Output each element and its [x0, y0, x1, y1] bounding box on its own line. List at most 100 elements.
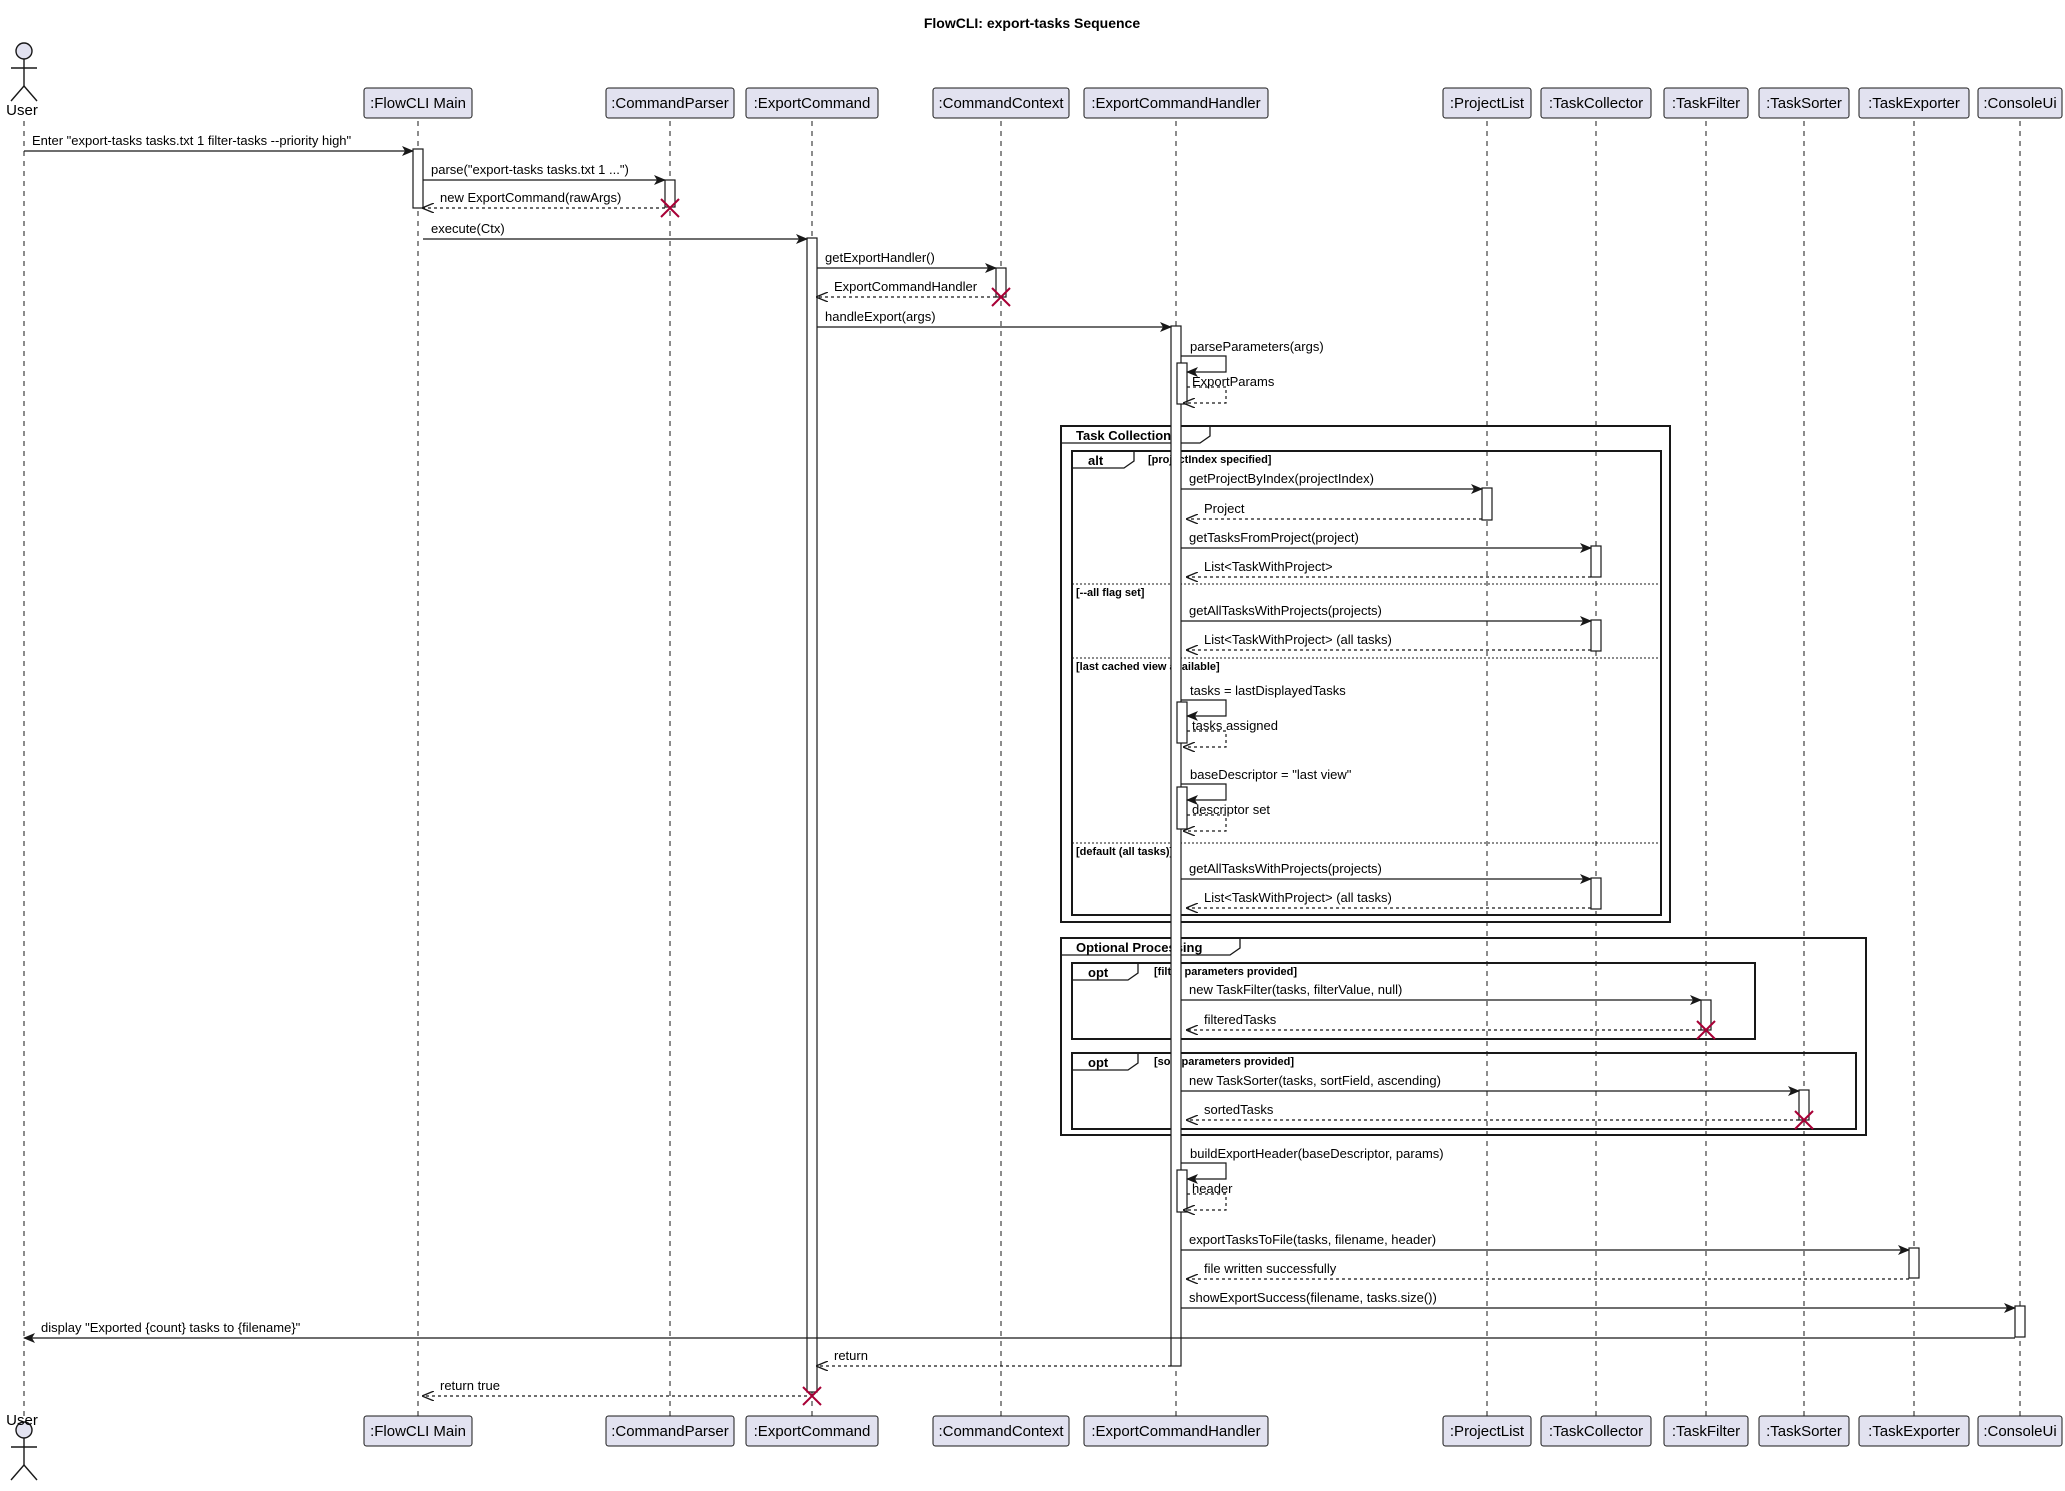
- message-10-label: getProjectByIndex(projectIndex): [1189, 471, 1374, 486]
- participant-task-filter-foot: :TaskFilter: [1663, 1415, 1749, 1447]
- participant-export-command-handler-foot: :ExportCommandHandler: [1083, 1415, 1269, 1447]
- destroy-mark: [1794, 1110, 1814, 1130]
- participant-box: [1083, 87, 1269, 119]
- activation-bar: [2014, 1305, 2026, 1338]
- message-24-label: new TaskSorter(tasks, sortField, ascendi…: [1189, 1073, 1441, 1088]
- message-30-label: showExportSuccess(filename, tasks.size()…: [1189, 1290, 1437, 1305]
- participant-task-filter-head: :TaskFilter: [1663, 87, 1749, 119]
- participant-task-exporter-foot: :TaskExporter: [1858, 1415, 1970, 1447]
- actor-user-label: User: [6, 1412, 38, 1429]
- activation-bar: [1590, 545, 1602, 578]
- participant-label: :ProjectList: [1450, 1423, 1525, 1440]
- diagram-title: FlowCLI: export-tasks Sequence: [924, 15, 1140, 31]
- frame-opt-sort: opt [sort parameters provided]: [1071, 1052, 1857, 1130]
- frame-opt-sort-label: opt: [1088, 1055, 1109, 1070]
- participant-export-command-foot: :ExportCommand: [745, 1415, 879, 1447]
- opt-filter-guard: [filter parameters provided]: [1154, 966, 1297, 978]
- message-26-label: buildExportHeader(baseDescriptor, params…: [1190, 1146, 1444, 1161]
- message-13-label: List<TaskWithProject>: [1204, 559, 1333, 574]
- message-20-label: getAllTasksWithProjects(projects): [1189, 861, 1382, 876]
- participant-box: [1758, 87, 1850, 119]
- actor-icon: [10, 42, 38, 102]
- participant-task-sorter-head: :TaskSorter: [1758, 87, 1850, 119]
- message-26-arrow: [1181, 1162, 1227, 1184]
- participant-box: [932, 1415, 1070, 1447]
- participant-label: :FlowCLI Main: [370, 1423, 466, 1440]
- alt-guard-1: [projectIndex specified]: [1148, 454, 1272, 466]
- participant-box: [932, 87, 1070, 119]
- participant-box: [363, 87, 473, 119]
- participant-label: :ExportCommandHandler: [1091, 1423, 1260, 1440]
- message-1-label: Enter "export-tasks tasks.txt 1 filter-t…: [32, 133, 352, 148]
- participant-command-context-head: :CommandContext: [932, 87, 1070, 119]
- message-14-label: getAllTasksWithProjects(projects): [1189, 603, 1382, 618]
- message-15-label: List<TaskWithProject> (all tasks): [1204, 632, 1392, 647]
- message-25-label: sortedTasks: [1204, 1102, 1274, 1117]
- alt-guard-2: [--all flag set]: [1076, 587, 1145, 599]
- activation-bar: [806, 237, 818, 1393]
- message-5-label: getExportHandler(): [825, 250, 935, 265]
- messages: Enter "export-tasks tasks.txt 1 filter-t…: [23, 133, 2016, 1396]
- message-7-label: handleExport(args): [825, 309, 936, 324]
- participant-label: :TaskSorter: [1766, 95, 1842, 112]
- participant-label: :TaskSorter: [1766, 1423, 1842, 1440]
- frame-opt-filter-label: opt: [1088, 965, 1109, 980]
- destroy-marks: [660, 198, 1814, 1406]
- participant-label: :CommandParser: [611, 1423, 729, 1440]
- participant-label: :CommandParser: [611, 95, 729, 112]
- frame-optional-processing-label: Optional Processing: [1076, 940, 1202, 955]
- participant-box: [1442, 87, 1532, 119]
- activations: [412, 148, 2026, 1393]
- message-28-label: exportTasksToFile(tasks, filename, heade…: [1189, 1232, 1436, 1247]
- participant-project-list-head: :ProjectList: [1442, 87, 1532, 119]
- participant-label: :TaskFilter: [1672, 95, 1740, 112]
- participant-label: :TaskCollector: [1549, 1423, 1643, 1440]
- alt-guard-4: [default (all tasks)]: [1076, 846, 1174, 858]
- participant-command-parser-foot: :CommandParser: [605, 1415, 735, 1447]
- message-9-arrow: [1184, 386, 1227, 403]
- actor-icon: [10, 1421, 38, 1481]
- participant-console-ui-foot: :ConsoleUi: [1977, 1415, 2063, 1447]
- participant-export-command-head: :ExportCommand: [745, 87, 879, 119]
- destroy-mark: [802, 1386, 822, 1406]
- activation-bar: [1176, 786, 1188, 830]
- actor-user-label: User: [6, 102, 38, 119]
- participant-label: :ExportCommand: [754, 1423, 871, 1440]
- message-27-label: header: [1192, 1181, 1233, 1196]
- message-2-label: parse("export-tasks tasks.txt 1 ..."): [431, 162, 629, 177]
- participant-command-parser-head: :CommandParser: [605, 87, 735, 119]
- activation-bar: [664, 179, 676, 208]
- destroy-mark: [991, 287, 1011, 307]
- participant-label: :TaskFilter: [1672, 1423, 1740, 1440]
- participant-label: :TaskExporter: [1868, 1423, 1960, 1440]
- message-18-arrow: [1181, 783, 1227, 805]
- participant-label: :FlowCLI Main: [370, 95, 466, 112]
- message-22-label: new TaskFilter(tasks, filterValue, null): [1189, 982, 1402, 997]
- message-16-arrow: [1181, 699, 1227, 721]
- message-19-arrow: [1184, 814, 1227, 831]
- participant-box: [1663, 1415, 1749, 1447]
- participant-label: :ConsoleUi: [1983, 1423, 2056, 1440]
- participant-box: [1858, 1415, 1970, 1447]
- participant-label: :ProjectList: [1450, 95, 1525, 112]
- participant-project-list-foot: :ProjectList: [1442, 1415, 1532, 1447]
- participant-label: :TaskExporter: [1868, 95, 1960, 112]
- activation-bar: [1176, 1169, 1188, 1213]
- participant-label: :CommandContext: [938, 95, 1064, 112]
- destroy-mark: [1696, 1020, 1716, 1040]
- activation-bar: [1176, 701, 1188, 744]
- participant-label: :ConsoleUi: [1983, 95, 2056, 112]
- participant-export-command-handler-head: :ExportCommandHandler: [1083, 87, 1269, 119]
- participant-box: [745, 1415, 879, 1447]
- participant-flow-cli-main-head: :FlowCLI Main: [363, 87, 473, 119]
- frame-task-collection: Task Collection: [1060, 425, 1671, 923]
- message-27-arrow: [1184, 1193, 1227, 1210]
- activation-bar: [1170, 325, 1182, 1367]
- participant-label: :TaskCollector: [1549, 95, 1643, 112]
- message-17-label: tasks assigned: [1192, 718, 1278, 733]
- participant-task-exporter-head: :TaskExporter: [1858, 87, 1970, 119]
- participant-label: :CommandContext: [938, 1423, 1064, 1440]
- opt-sort-guard: [sort parameters provided]: [1154, 1056, 1294, 1068]
- frame-task-collection-label: Task Collection: [1076, 428, 1171, 443]
- participant-box: [1977, 87, 2063, 119]
